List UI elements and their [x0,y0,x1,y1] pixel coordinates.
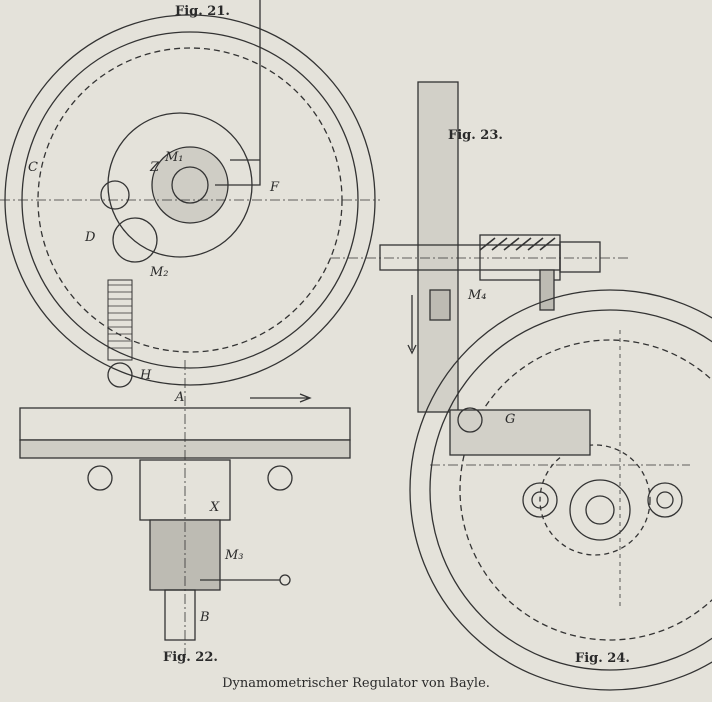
figure-label-21: Fig. 21. [175,4,230,19]
fig24-drawing [409,289,712,691]
figure-label-23: Fig. 23. [448,128,503,143]
part-label-z: Z [150,160,160,175]
part-label-a: A [175,390,185,405]
part-label-f: F [270,180,280,195]
figure-label-22: Fig. 22. [163,650,218,665]
part-label-g: G [505,412,516,427]
part-label-d: D [85,230,96,245]
part-label-m1: M₁ [165,150,184,165]
fig22-drawing [19,360,351,660]
part-label-b: B [200,610,210,625]
part-label-m4: M₄ [468,288,487,303]
fig23-drawing [330,81,630,413]
part-label-h: H [140,368,152,383]
part-label-c: C [28,160,38,175]
figure-label-24: Fig. 24. [575,651,630,666]
fig21-drawing [0,0,380,388]
part-label-m2: M₂ [150,265,169,280]
part-label-x: X [210,500,220,515]
part-label-m3: M₃ [225,548,244,563]
figure-caption: Dynamometrischer Regulator von Bayle. [222,676,490,691]
